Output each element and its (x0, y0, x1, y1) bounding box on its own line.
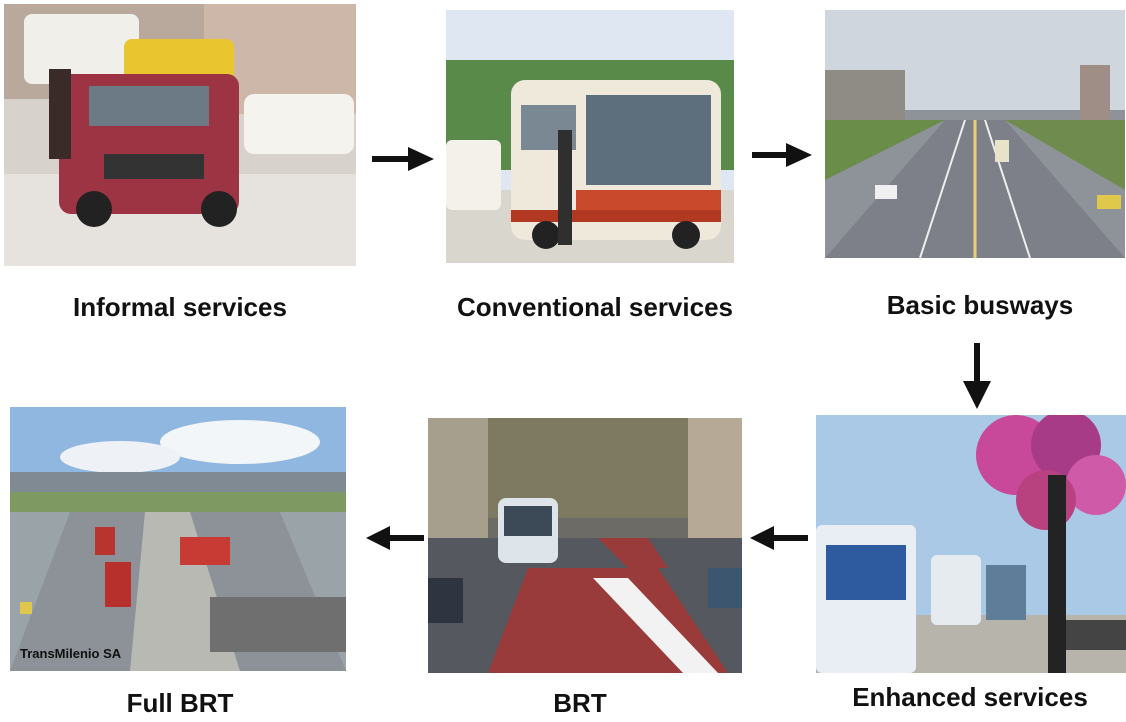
arrow-right-icon (752, 143, 812, 167)
full-brt-photo: TransMilenio SA (10, 407, 346, 671)
enhanced-services-photo (816, 415, 1126, 673)
basic-busways-caption: Basic busways (886, 290, 1074, 320)
photo-credit-watermark: TransMilenio SA (20, 646, 122, 661)
basic-busway-photo (825, 10, 1125, 258)
enhanced-services-caption: Enhanced services (852, 682, 1088, 712)
informal-services-caption: Informal services (73, 292, 287, 322)
arrow-right-icon (372, 147, 434, 171)
full-brt-caption: Full BRT (126, 688, 234, 718)
conventional-services-caption: Conventional services (457, 292, 733, 322)
conventional-bus-photo (446, 10, 734, 263)
brt-caption: BRT (553, 688, 607, 718)
arrow-down-icon (963, 343, 991, 409)
arrow-left-icon (366, 526, 424, 550)
arrow-left-icon (750, 526, 808, 550)
brt-lane-photo (428, 418, 742, 673)
informal-services-photo (4, 4, 356, 266)
